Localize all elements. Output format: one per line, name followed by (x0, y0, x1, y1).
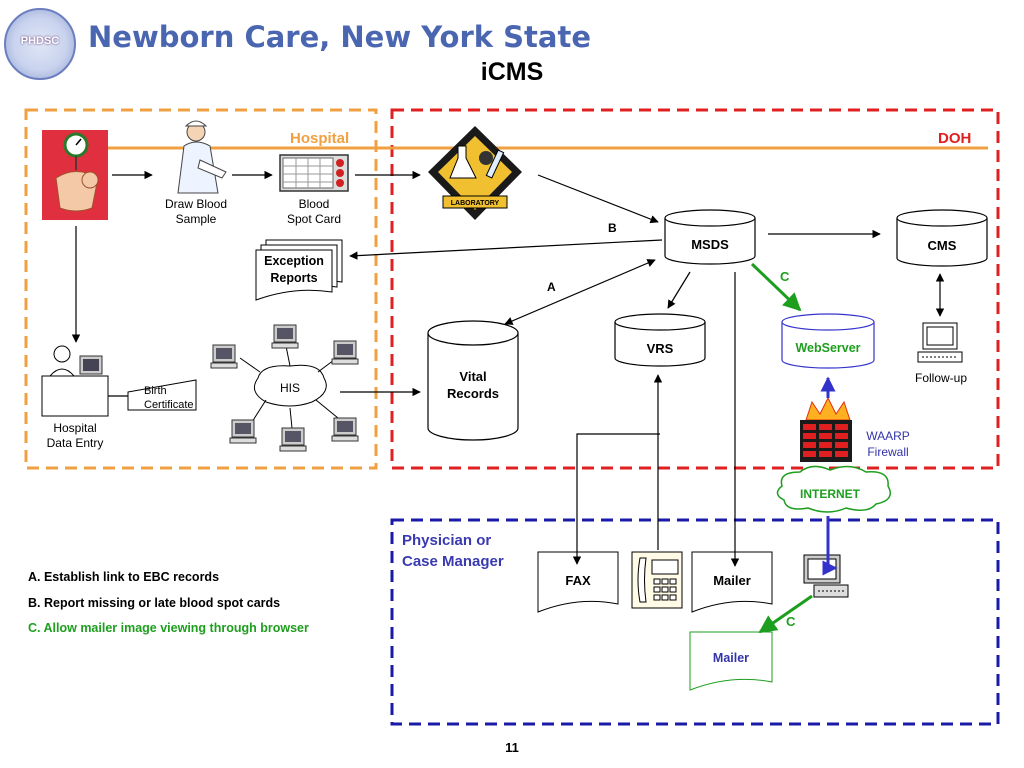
exception-reports-icon (255, 239, 343, 301)
spot-card-label-2: Spot Card (287, 212, 341, 226)
arrow-msds-to-exception (349, 239, 663, 260)
fax-label: FAX (565, 573, 591, 588)
msds-label: MSDS (691, 237, 729, 252)
arrow-msds-to-webserver (750, 262, 802, 312)
followup-label: Follow-up (915, 371, 967, 385)
his-computer-1 (210, 344, 238, 369)
his-computer-2 (271, 324, 299, 349)
mailer-green-label: Mailer (713, 651, 749, 665)
physician-label-1: Physician or (402, 532, 491, 549)
laboratory-icon (428, 126, 522, 220)
cms-label: CMS (928, 238, 957, 253)
physician-region (390, 518, 1000, 726)
arrow-internet-to-computer (822, 516, 838, 576)
firewall-icon (800, 396, 852, 462)
mailer-green-document (689, 631, 773, 691)
his-network (239, 345, 339, 429)
vital-label-2: Records (447, 386, 499, 401)
physician-computer-icon (803, 554, 849, 598)
hospital-label: Hospital (290, 130, 349, 147)
msds-database (664, 209, 756, 265)
entry-label-2: Data Entry (47, 436, 104, 450)
internet-label: INTERNET (800, 487, 861, 501)
draw-blood-label-2: Sample (176, 212, 217, 226)
edge-label-c-top: C (780, 269, 790, 284)
legend-item-c: C. Allow mailer image viewing through br… (28, 621, 309, 635)
his-computer-6 (331, 417, 359, 442)
birth-certificate-icon (127, 379, 197, 411)
his-computer-5 (279, 427, 307, 452)
vrs-database (614, 313, 706, 367)
page-title: Newborn Care, New York State (88, 20, 592, 54)
draw-blood-label-1: Draw Blood (165, 197, 227, 211)
vital-label-1: Vital (459, 369, 486, 384)
followup-computer-icon (917, 322, 963, 363)
birth-label-1: Birth (144, 385, 167, 397)
spot-card-label-1: Blood (299, 197, 330, 211)
arrow-msds-vital-a (504, 259, 656, 325)
nurse-icon (177, 120, 227, 194)
page-number: 11 (505, 740, 519, 755)
hospital-data-entry-icon (41, 345, 109, 417)
webserver-database (781, 313, 875, 369)
his-computer-3 (331, 340, 359, 365)
cms-database (896, 209, 988, 267)
internet-cloud (776, 465, 891, 513)
mailer-label: Mailer (713, 573, 751, 588)
edge-label-a: A (547, 280, 556, 294)
arrow-computer-to-green-mailer (758, 594, 813, 634)
mailer-document (691, 551, 773, 613)
vrs-label: VRS (647, 341, 674, 356)
page-subtitle: iCMS (480, 58, 544, 86)
arrow-msds-to-vrs (667, 271, 691, 309)
exception-label-2: Reports (270, 271, 317, 285)
doh-region (390, 108, 1000, 470)
legend-item-a: A. Establish link to EBC records (28, 570, 220, 584)
edge-label-c-bottom: C (786, 614, 796, 629)
doh-label: DOH (938, 130, 971, 147)
fax-document (537, 551, 619, 613)
physician-label-2: Case Manager (402, 553, 504, 570)
blood-spot-card-icon (279, 154, 349, 192)
exception-label-1: Exception (264, 254, 324, 268)
laboratory-label: LABORATORY (451, 200, 500, 207)
arrow-lab-to-msds (537, 174, 659, 224)
phdsc-logo: PHDSC (4, 8, 76, 80)
fax-machine-icon (631, 551, 683, 609)
logo-text: PHDSC (20, 35, 60, 47)
birth-label-2: Certificate (144, 399, 194, 411)
waarp-label-1: WAARP (866, 429, 910, 443)
entry-label-1: Hospital (53, 421, 96, 435)
waarp-label-2: Firewall (867, 445, 908, 459)
legend-item-b: B. Report missing or late blood spot car… (28, 596, 281, 610)
newborn-scale-icon (42, 130, 108, 220)
his-computer-4 (229, 419, 257, 444)
his-label: HIS (280, 381, 300, 395)
hospital-region (24, 108, 378, 470)
vital-records-database (427, 320, 519, 441)
edge-label-b: B (608, 221, 617, 235)
webserver-label: WebServer (795, 341, 860, 355)
arrow-vrs-to-fax (572, 433, 660, 565)
